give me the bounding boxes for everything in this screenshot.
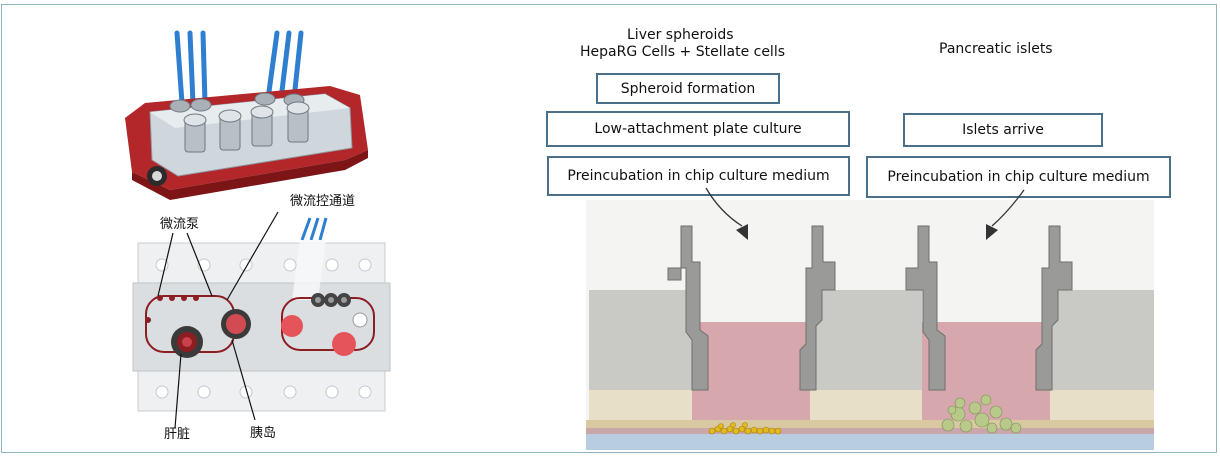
liver-label: 肝脏 [164, 427, 191, 442]
islets-arrive-text: Islets arrive [962, 122, 1044, 138]
islet-label: 胰岛 [250, 426, 277, 441]
liver-preincubation-box: Preincubation in chip culture medium [547, 156, 850, 196]
channel-label: 微流控通道 [290, 194, 356, 209]
low-attachment-text: Low-attachment plate culture [594, 121, 802, 137]
islets-arrive-box: Islets arrive [903, 113, 1103, 147]
liver-title-line2: HepaRG Cells + Stellate cells [580, 44, 786, 60]
spheroid-formation-text: Spheroid formation [620, 80, 756, 97]
islets-preincubation-text: Preincubation in chip culture medium [887, 169, 1150, 185]
low-attachment-box: Low-attachment plate culture [546, 111, 850, 147]
figure-frame [1, 4, 1217, 453]
islets-title: Pancreatic islets [939, 41, 1053, 57]
liver-preincubation-text: Preincubation in chip culture medium [567, 168, 830, 184]
spheroid-formation-box: Spheroid formation [596, 73, 780, 104]
liver-title-line1: Liver spheroids [627, 27, 734, 43]
pump-label: 微流泵 [160, 217, 200, 232]
